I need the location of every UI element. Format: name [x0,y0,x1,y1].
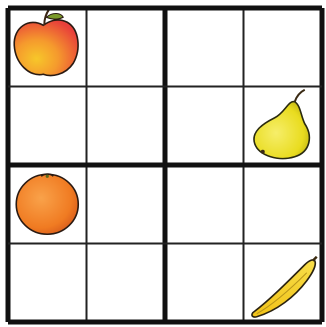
cell-background [165,244,244,323]
cell-background [87,87,166,166]
cell-background [87,8,166,87]
cell-background [165,165,244,244]
cell-background [8,87,87,166]
cell-r1-c3[interactable] [165,8,244,87]
cell-r3-c4[interactable] [244,165,323,244]
cell-r1-c2[interactable] [87,8,166,87]
cell-r4-c3[interactable] [165,244,244,323]
cell-r2-c1[interactable] [8,87,87,166]
orange-icon [16,174,78,234]
cell-background [87,244,166,323]
cell-r4-c2[interactable] [87,244,166,323]
cell-background [165,87,244,166]
cell-r3-c2[interactable] [87,165,166,244]
cell-r2-c3[interactable] [165,87,244,166]
cell-background [8,244,87,323]
cell-background [87,165,166,244]
cell-r2-c2[interactable] [87,87,166,166]
cell-background [165,8,244,87]
cell-r4-c1[interactable] [8,244,87,323]
cell-r3-c3[interactable] [165,165,244,244]
cell-background [244,165,323,244]
cell-background [244,8,323,87]
cell-r1-c4[interactable] [244,8,323,87]
